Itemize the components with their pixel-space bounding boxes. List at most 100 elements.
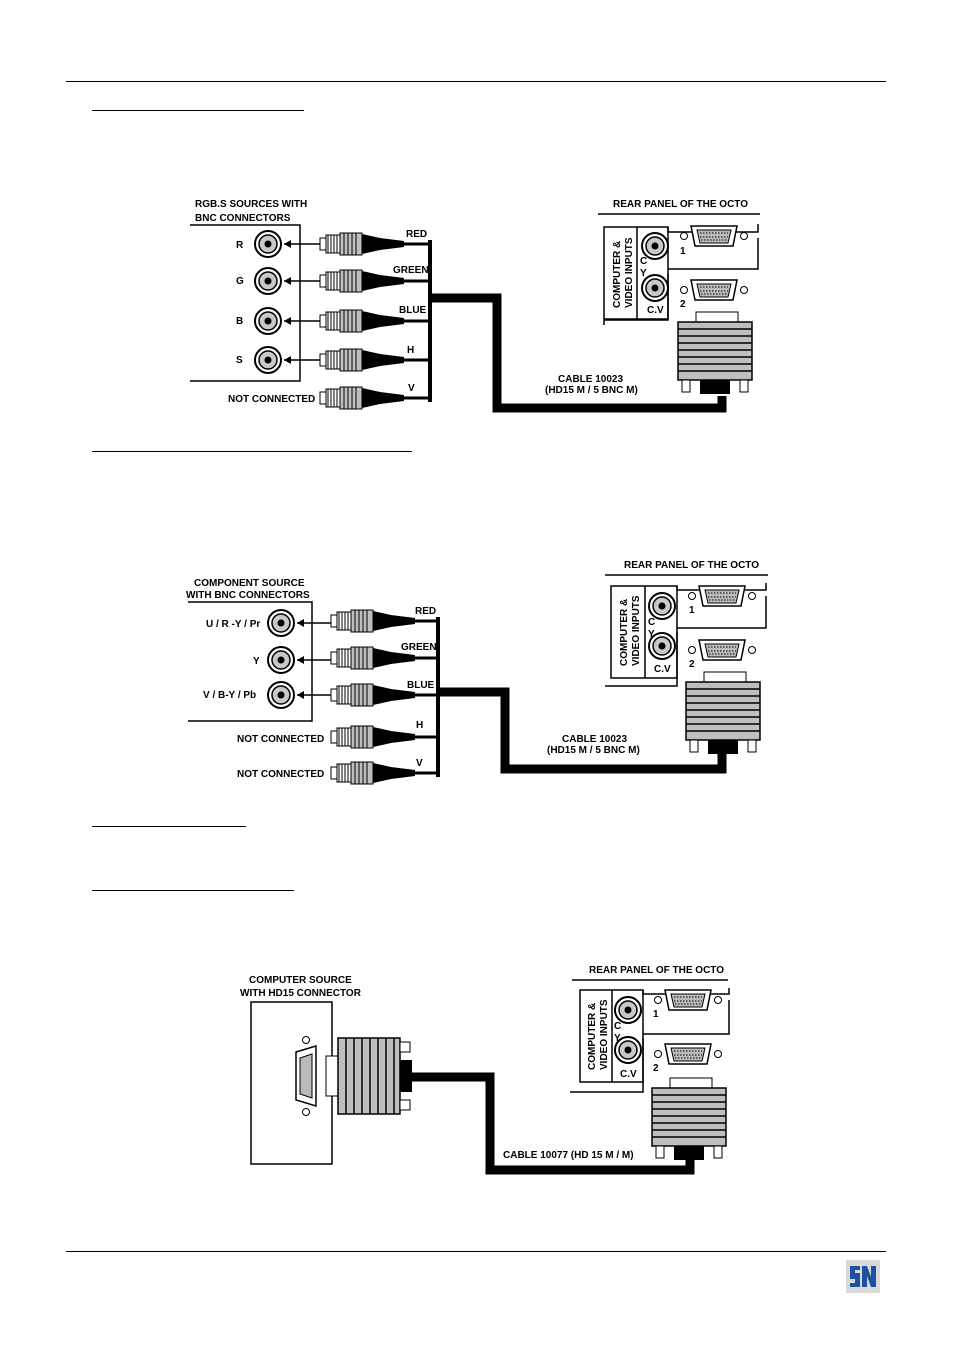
hd15-port-1-icon [653,989,723,1011]
d1-input-label: R [236,240,244,251]
d2-source-title-2: WITH BNC CONNECTORS [186,590,310,601]
d1-panel-label-2: VIDEO INPUTS [624,237,635,308]
d2-input-pb: V / B-Y / Pb [203,681,416,709]
d2-port1-label: 1 [689,605,695,616]
brand-logo-icon [846,1260,880,1293]
bnc-plug-icon [330,609,416,633]
d3-y-label: Y [614,1033,621,1044]
d1-port1-label: 1 [680,246,686,257]
d1-source-title-2: BNC CONNECTORS [195,213,291,224]
heading-underline-4 [92,890,294,891]
d3-cable-label: CABLE 10077 (HD 15 M / M) [503,1150,634,1161]
diagram2: COMPONENT SOURCE WITH BNC CONNECTORS U /… [186,560,768,785]
bnc-jack-icon [254,267,282,295]
d1-cable-label-2: (HD15 M / 5 BNC M) [545,385,638,396]
bnc-plug-icon [330,761,416,785]
hd15-port-1-icon [687,585,757,607]
d3-source-title-1: COMPUTER SOURCE [249,975,352,986]
top-rule [66,81,886,82]
d2-port2-label: 2 [689,659,695,670]
d2-wire-red: RED [415,606,436,617]
d3-cable [410,1072,695,1175]
d2-wire-v: V [416,758,423,769]
d1-wire-h: H [407,345,414,356]
bnc-jack-icon [267,681,295,709]
d2-input-y: Y [253,646,416,674]
bottom-rule [66,1251,886,1252]
bnc-jack-icon [254,307,282,335]
d1-port2-label: 2 [680,299,686,310]
d3-panel-label-1: COMPUTER & [587,1003,598,1070]
bnc-plug-icon [330,725,416,749]
hd15-port-2-icon [679,279,749,301]
d1-input-s: S [236,346,405,374]
d2-not-connected-label: NOT CONNECTED [237,734,324,745]
d2-not-connected-label: NOT CONNECTED [237,769,324,780]
d3-panel-label-2: VIDEO INPUTS [599,999,610,1070]
d2-not-connected-h: NOT CONNECTED [237,725,416,749]
bnc-plug-icon [319,386,405,410]
diagram1: RGB.S SOURCES WITH BNC CONNECTORS R G B … [190,199,760,413]
d2-not-connected-v: NOT CONNECTED [237,761,416,785]
d3-panel-title: REAR PANEL OF THE OCTO [589,965,724,976]
d2-panel-title: REAR PANEL OF THE OCTO [624,560,759,571]
bnc-plug-icon [319,348,405,372]
bnc-jack-icon [614,996,642,1024]
d2-input-label: V / B-Y / Pb [203,690,256,701]
d2-c-label: C [648,617,655,628]
d2-y-label: Y [648,629,655,640]
d1-wire-v: V [408,383,415,394]
heading-underline-3 [92,826,246,827]
bnc-jack-icon [254,230,282,258]
d1-cv-label: C.V [647,305,664,316]
d2-wire-green: GREEN [401,642,437,653]
diagram3: COMPUTER SOURCE WITH HD15 CONNECTOR CABL… [240,965,730,1175]
d1-not-connected: NOT CONNECTED [228,386,405,410]
d1-cable [430,293,727,413]
d2-cable-label-2: (HD15 M / 5 BNC M) [547,745,640,756]
d1-input-g: G [236,267,405,295]
heading-underline-1 [92,110,304,111]
d2-source-panel [188,601,313,722]
bnc-plug-icon [319,309,405,333]
d2-cable-label-1: CABLE 10023 [562,734,627,745]
d3-hd15-plug-icon [325,1037,412,1115]
bnc-jack-icon [267,646,295,674]
d3-port2-label: 2 [653,1063,659,1074]
hd15-port-1-icon [679,225,749,247]
d2-wire-h: H [416,720,423,731]
bnc-jack-icon [648,592,676,620]
d2-source-title-1: COMPONENT SOURCE [194,578,305,589]
d1-panel-label-1: COMPUTER & [612,241,623,308]
d2-input-label: Y [253,656,260,667]
d2-wire-blue: BLUE [407,680,435,691]
d2-input-pr: U / R -Y / Pr [206,609,416,637]
d1-wire-blue: BLUE [399,305,427,316]
bnc-plug-icon [319,232,405,256]
d1-cable-label-1: CABLE 10023 [558,374,623,385]
d2-panel-label-2: VIDEO INPUTS [631,595,642,666]
d1-wire-green: GREEN [393,265,429,276]
d1-input-label: G [236,276,244,287]
d1-input-r: R [236,230,405,258]
bnc-jack-icon [254,346,282,374]
hd15-plug-icon [685,671,761,755]
bnc-jack-icon [267,609,295,637]
d1-source-title-1: RGB.S SOURCES WITH [195,199,307,210]
d3-c-label: C [614,1021,621,1032]
d1-c-label: C [640,256,647,267]
d1-source-panel [190,224,301,382]
d3-cv-label: C.V [620,1069,637,1080]
d2-cv-label: C.V [654,664,671,675]
heading-underline-2 [92,451,412,452]
bnc-plug-icon [319,269,405,293]
hd15-plug-icon [651,1077,727,1161]
d2-panel-label-1: COMPUTER & [619,599,630,666]
d1-panel-title: REAR PANEL OF THE OCTO [613,199,748,210]
d1-y-label: Y [640,268,647,279]
d1-input-label: B [236,316,243,327]
d3-source-port-icon [295,1036,317,1116]
d1-wire-red: RED [406,229,427,240]
d1-input-label: S [236,355,243,366]
